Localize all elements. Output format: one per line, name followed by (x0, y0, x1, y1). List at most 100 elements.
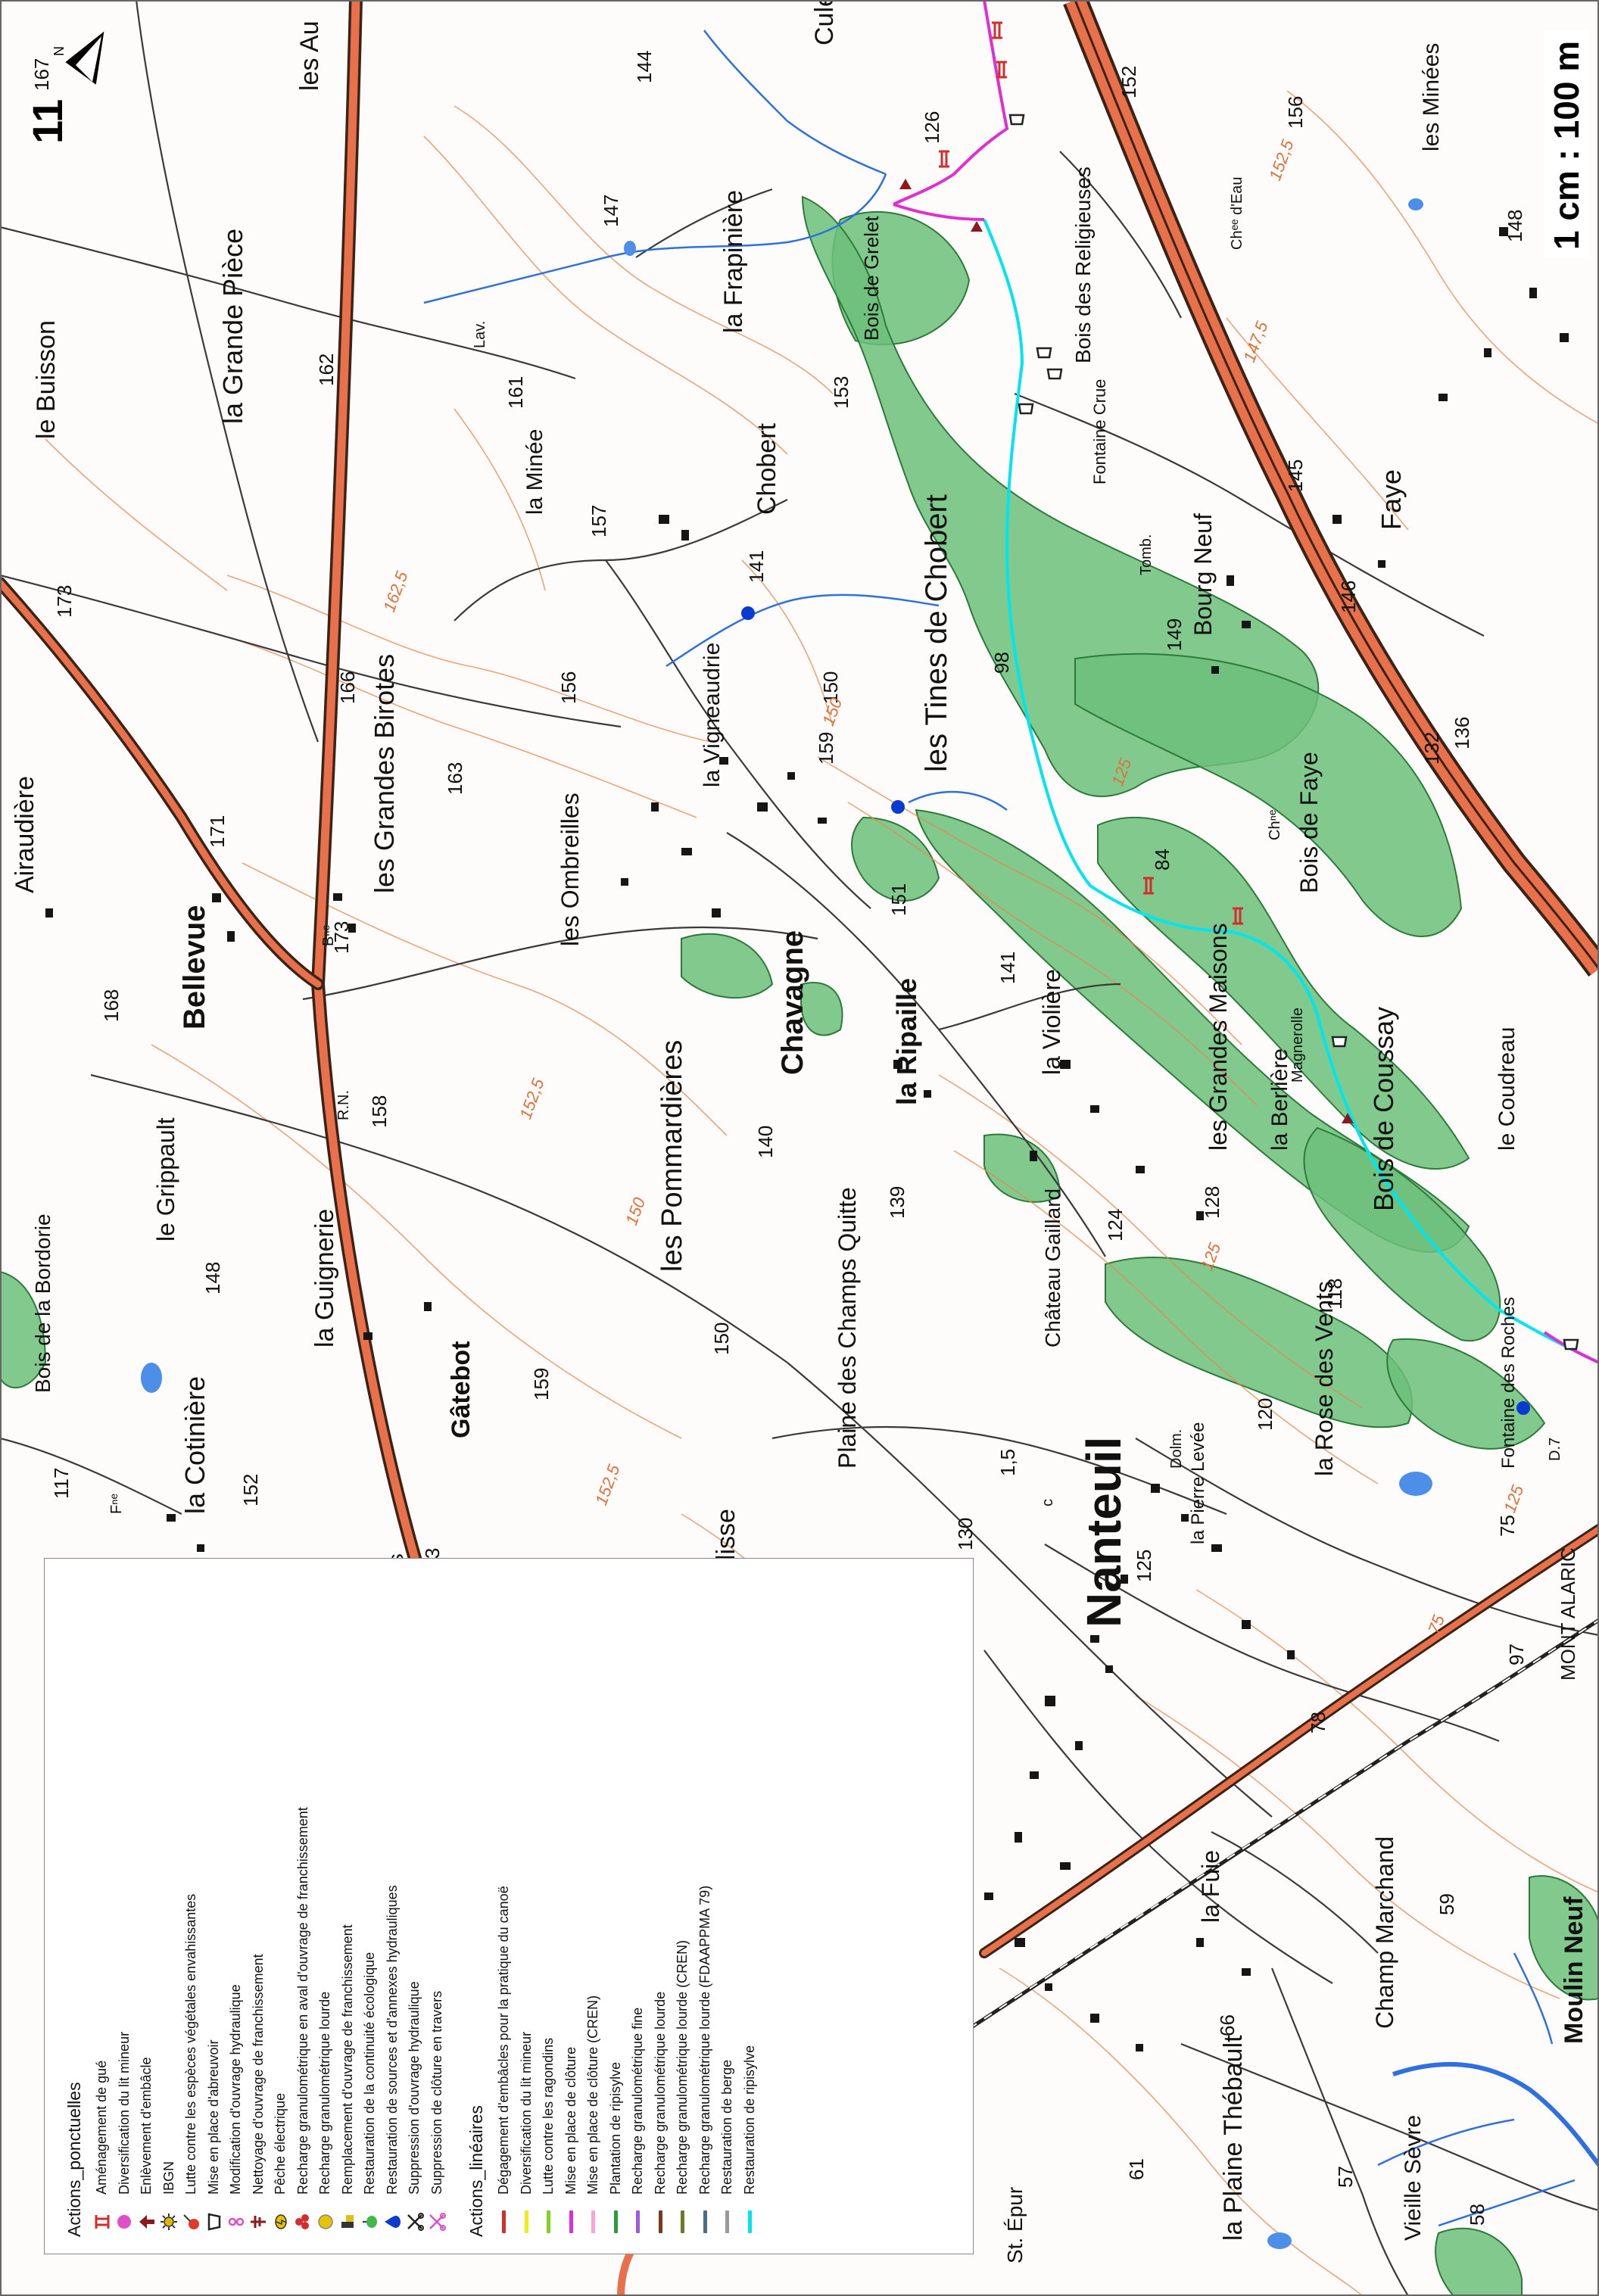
map-action-symbols (741, 21, 1579, 1415)
elevation-label: 148 (1504, 210, 1526, 242)
legend-item: Pêche électrique (270, 1575, 292, 2237)
line-swatch-icon (613, 2210, 618, 2233)
sun-gear-icon (161, 2213, 178, 2230)
elevation-label: 66 (1216, 2014, 1239, 2036)
elevation-label: 173 (330, 921, 353, 954)
log-removal-icon (139, 2215, 154, 2229)
elevation-label: 158 (368, 1095, 391, 1128)
legend-item: Modification d'ouvrage hydraulique (225, 1575, 248, 2237)
abbreviation-label: Dolm. (1168, 1429, 1185, 1469)
ford-symbol (939, 21, 1243, 925)
legend-line-item: Recharge granulométrique fine (627, 1575, 650, 2237)
river-restoration-line (983, 219, 1599, 1364)
sheet-number: 11 (23, 99, 71, 144)
place-label: les Grandes Birotes (369, 654, 400, 893)
elevation-label: 163 (444, 762, 466, 795)
elevation-label: 167 (30, 58, 53, 91)
spring-icon (385, 2216, 401, 2228)
elevation-label: 97 (1505, 1643, 1528, 1665)
elevation-label: 153 (830, 376, 852, 409)
elevation-label: 152 (1117, 66, 1140, 98)
line-swatch-icon (725, 2210, 730, 2233)
line-swatch-icon (569, 2210, 573, 2233)
legend-title-ponctuelles: Actions_ponctuelles (64, 2082, 84, 2237)
place-label: la Vigneaudrie (700, 643, 725, 787)
place-label: la Plaine Thébault (1219, 2035, 1248, 2241)
legend-line-item: Dégagement d'embâcles pour la pratique d… (493, 1575, 516, 2237)
elevation-label: 126 (921, 111, 943, 144)
elevation-label: 128 (1201, 1186, 1223, 1219)
legend-line-item: Recharge granulométrique lourde (650, 1575, 672, 2237)
place-label: la Berlière (1267, 1048, 1292, 1151)
gravel-downstream-icon (295, 2214, 310, 2229)
trough-icon (208, 2213, 221, 2231)
elevation-label: 130 (954, 1518, 977, 1550)
elevation-label: 125 (1133, 1550, 1155, 1582)
elevation-labels: 167 144 152 126 156 147 148 162 161 153 … (30, 51, 1528, 2226)
invasive-plant-icon (183, 2214, 199, 2229)
place-label: le Grippault (152, 1117, 179, 1241)
gate-icon (95, 2215, 110, 2229)
abbreviation-label: c (1040, 1499, 1056, 1506)
trough-symbol (1008, 114, 1579, 1350)
place-label: la Grande Pièce (217, 229, 248, 424)
abbreviation-label: R.N. (335, 1090, 352, 1120)
place-label: le Buisson (32, 320, 61, 439)
ecological-icon (362, 2216, 377, 2228)
legend-item: Lutte contre les espèces végétales envah… (180, 1575, 203, 2237)
elevation-label: 124 (1104, 1209, 1127, 1241)
legend-line-item: Lutte contre les ragondins (538, 1575, 560, 2237)
place-label: la Guignerie (310, 1209, 339, 1347)
line-swatch-icon (681, 2210, 685, 2233)
abbreviation-labels: Chᵉᵉ d'Eau Lav. Tomb. Dolm. R.N. D.7 c B… (108, 176, 1563, 1514)
line-swatch-icon (524, 2210, 528, 2233)
legend-item: Remplacement d'ouvrage de franchissement (337, 1575, 360, 2237)
legend-item: Restauration de sources et d'annexes hyd… (382, 1575, 404, 2237)
elevation-label: 75 (1496, 1515, 1519, 1537)
legend-item: Suppression d'ouvrage hydraulique (404, 1575, 426, 2237)
elevation-label: 152 (239, 1474, 262, 1506)
pink-dot-icon (117, 2215, 132, 2229)
scissors-pink-icon (429, 2213, 447, 2231)
elevation-label: 59 (1435, 1893, 1458, 1915)
elevation-label: 150 (710, 1322, 733, 1355)
gravel-heavy-icon (318, 2214, 333, 2229)
place-label: les Grandes Maisons (1205, 923, 1232, 1151)
abbreviation-label: Bⁿᵉ (320, 925, 337, 946)
place-label: les Minées (1419, 43, 1444, 151)
legend-title-lineaires: Actions_linéaires (466, 2105, 486, 2237)
place-label: Fontaine des Roches (1498, 1297, 1519, 1469)
legend-item: Enlèvement d'embâcle (136, 1575, 158, 2237)
streams (423, 30, 1599, 2227)
legend-line-item: Diversification du lit mineur (516, 1575, 538, 2237)
place-label: les Au (295, 20, 324, 91)
abbreviation-label: Fⁿᵉ (108, 1494, 125, 1514)
elevation-label: 161 (504, 376, 527, 409)
elevation-label: 57 (1334, 2166, 1357, 2188)
elevation-label: 78 (1307, 1712, 1329, 1734)
elevation-label: 61 (1125, 2158, 1148, 2180)
elevation-label: 157 (588, 505, 610, 537)
ponds (141, 198, 1432, 2249)
elevation-label: 168 (100, 989, 123, 1022)
contour-lines (45, 90, 1599, 2296)
place-label: Bellevue (178, 905, 211, 1030)
line-swatch-icon (502, 2210, 507, 2233)
elevation-label: 148 (201, 1262, 224, 1294)
elevation-label: 146 (1337, 581, 1360, 613)
log-removal-symbol (899, 179, 1354, 1123)
elevation-label: 151 (887, 883, 910, 916)
place-label: les Tines de Chobert (920, 494, 953, 772)
north-arrow-icon: 11 N (23, 31, 104, 144)
elevation-label: 150 (819, 671, 842, 704)
place-label: Bourg Neuf (1189, 513, 1217, 636)
elevation-label: 58 (1466, 2204, 1488, 2226)
line-swatch-icon (636, 2210, 641, 2233)
elevation-label: 84 (1151, 849, 1174, 871)
legend-item: Diversification du lit mineur (114, 1575, 136, 2237)
place-label: la Frapinière (719, 190, 748, 333)
elevation-label: 139 (886, 1186, 909, 1219)
place-label: St. Épur (1003, 2187, 1027, 2263)
legend-line-item: Mise en place de clôture (CREN) (582, 1575, 605, 2237)
